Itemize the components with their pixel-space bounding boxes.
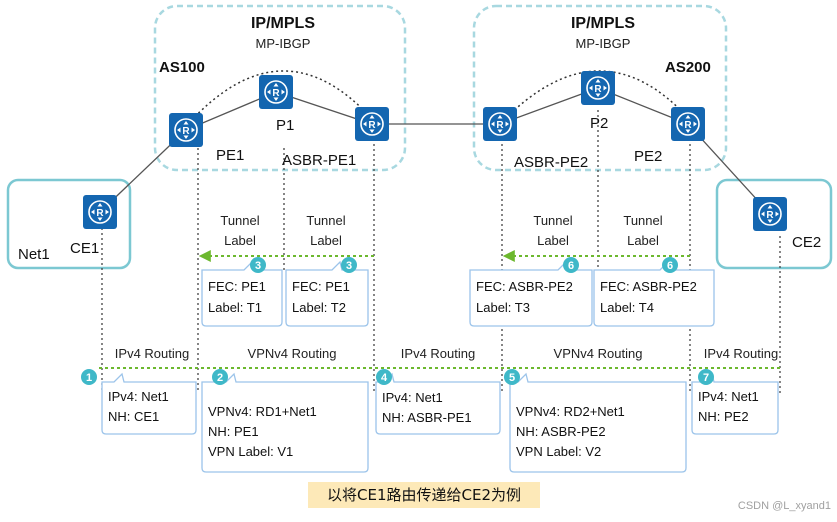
step-badge: 6	[662, 257, 678, 273]
bgp-label-right: MP-IBGP	[576, 36, 631, 51]
callout-2-line3: VPN Label: V1	[208, 444, 293, 459]
tunnel-2: Tunnel Label FEC: PE1 Label: T2	[285, 213, 369, 327]
as-label-right: AS200	[665, 59, 711, 76]
step-badge: 5	[504, 369, 520, 385]
ce2-site	[715, 178, 833, 270]
routing-title-3: IPv4 Routing	[401, 346, 475, 361]
tunnel-3-line1: Tunnel	[533, 213, 572, 228]
callout-3	[375, 372, 501, 435]
callout-4	[509, 372, 687, 473]
step-badge-7: 7	[703, 372, 709, 384]
as-label-left: AS100	[159, 59, 205, 76]
routing-title-5: IPv4 Routing	[704, 346, 778, 361]
label-asbr-pe1: ASBR-PE1	[282, 152, 356, 169]
step-badge: 4	[376, 369, 392, 385]
domain-title-right: IP/MPLS	[571, 15, 635, 32]
router-p1[interactable]	[258, 74, 294, 110]
routing-title-1: IPv4 Routing	[115, 346, 189, 361]
routing-title-2: VPNv4 Routing	[248, 346, 337, 361]
tunnel-4-fec: FEC: ASBR-PE2	[600, 279, 697, 294]
step-badge-2: 2	[217, 372, 223, 384]
caption-box	[308, 482, 540, 508]
tunnel-2-line1: Tunnel	[306, 213, 345, 228]
tunnel-1-fec: FEC: PE1	[208, 279, 266, 294]
tunnel-1-line2: Label	[224, 233, 256, 248]
router-pe2[interactable]	[670, 106, 706, 142]
bgp-label-left: MP-IBGP	[256, 36, 311, 51]
tunnel-4: Tunnel Label FEC: ASBR-PE2 Label: T4	[593, 213, 715, 327]
callout-1-line2: NH: CE1	[108, 409, 159, 424]
domain-title-left: IP/MPLS	[251, 15, 315, 32]
tunnel-2-fec: FEC: PE1	[292, 279, 350, 294]
tunnel-4-label: Label: T4	[600, 300, 654, 315]
label-p2: P2	[590, 115, 608, 132]
bgp-session-right	[499, 70, 691, 125]
callout-3-line1: IPv4: Net1	[382, 390, 443, 405]
callout-5-line2: NH: PE2	[698, 409, 749, 424]
domain-as100	[153, 4, 407, 172]
router-ce2[interactable]	[752, 196, 788, 232]
step-badge-3b: 3	[346, 260, 352, 272]
callout-2	[201, 372, 369, 473]
step-badge: 2	[212, 369, 228, 385]
callout-2-line2: NH: PE1	[208, 424, 259, 439]
label-p1: P1	[276, 117, 294, 134]
routing-title-4: VPNv4 Routing	[554, 346, 643, 361]
step-badge: 3	[341, 257, 357, 273]
bgp-session-left	[187, 70, 374, 125]
label-pe1: PE1	[216, 147, 244, 164]
label-asbr-pe2: ASBR-PE2	[514, 154, 588, 171]
reference-lines	[101, 110, 781, 393]
domain-as200	[472, 4, 728, 172]
tunnel-3-line2: Label	[537, 233, 569, 248]
label-ce2: CE2	[792, 234, 821, 251]
step-badge-4: 4	[381, 372, 388, 384]
callout-3-line2: NH: ASBR-PE1	[382, 410, 472, 425]
router-pe1[interactable]	[168, 112, 204, 148]
step-badge: 6	[563, 257, 579, 273]
tunnel-1: Tunnel Label FEC: PE1 Label: T1	[198, 213, 374, 327]
tunnel-4-line1: Tunnel	[623, 213, 662, 228]
callout-4-line2: NH: ASBR-PE2	[516, 424, 606, 439]
links	[99, 87, 771, 215]
router-asbr-pe2[interactable]	[482, 106, 518, 142]
tunnel-3: Tunnel Label FEC: ASBR-PE2 Label: T3	[469, 213, 690, 327]
tunnel-3-fec: FEC: ASBR-PE2	[476, 279, 573, 294]
step-badge-1: 1	[86, 372, 92, 384]
callout-2-line1: VPNv4: RD1+Net1	[208, 404, 317, 419]
callout-4-line1: VPNv4: RD2+Net1	[516, 404, 625, 419]
callout-4-line3: VPN Label: V2	[516, 444, 601, 459]
tunnel-3-label: Label: T3	[476, 300, 530, 315]
callout-5-line1: IPv4: Net1	[698, 389, 759, 404]
ce1-site	[6, 178, 132, 270]
callout-1	[101, 372, 197, 435]
router-p2[interactable]	[580, 70, 616, 106]
step-badge-6a: 6	[568, 260, 574, 272]
caption: 以将CE1路由传递给CE2为例	[327, 486, 521, 504]
tunnel-1-line1: Tunnel	[220, 213, 259, 228]
step-badge-3a: 3	[255, 260, 261, 272]
tunnel-4-line2: Label	[627, 233, 659, 248]
tunnel-2-label: Label: T2	[292, 300, 346, 315]
tunnel-2-line2: Label	[310, 233, 342, 248]
tunnel-1-label: Label: T1	[208, 300, 262, 315]
watermark: CSDN @L_xyand1	[738, 500, 831, 512]
callout-1-line1: IPv4: Net1	[108, 389, 169, 404]
label-pe2: PE2	[634, 148, 662, 165]
step-badge-5: 5	[509, 372, 515, 384]
label-ce1: CE1	[70, 240, 99, 257]
router-ce1[interactable]	[82, 194, 118, 230]
step-badge-6b: 6	[667, 260, 673, 272]
step-badge: 3	[250, 257, 266, 273]
router-asbr-pe1[interactable]	[354, 106, 390, 142]
step-badge: 1	[81, 369, 97, 385]
label-net1: Net1	[18, 246, 50, 263]
step-badge: 7	[698, 369, 714, 385]
callout-5	[691, 372, 779, 435]
